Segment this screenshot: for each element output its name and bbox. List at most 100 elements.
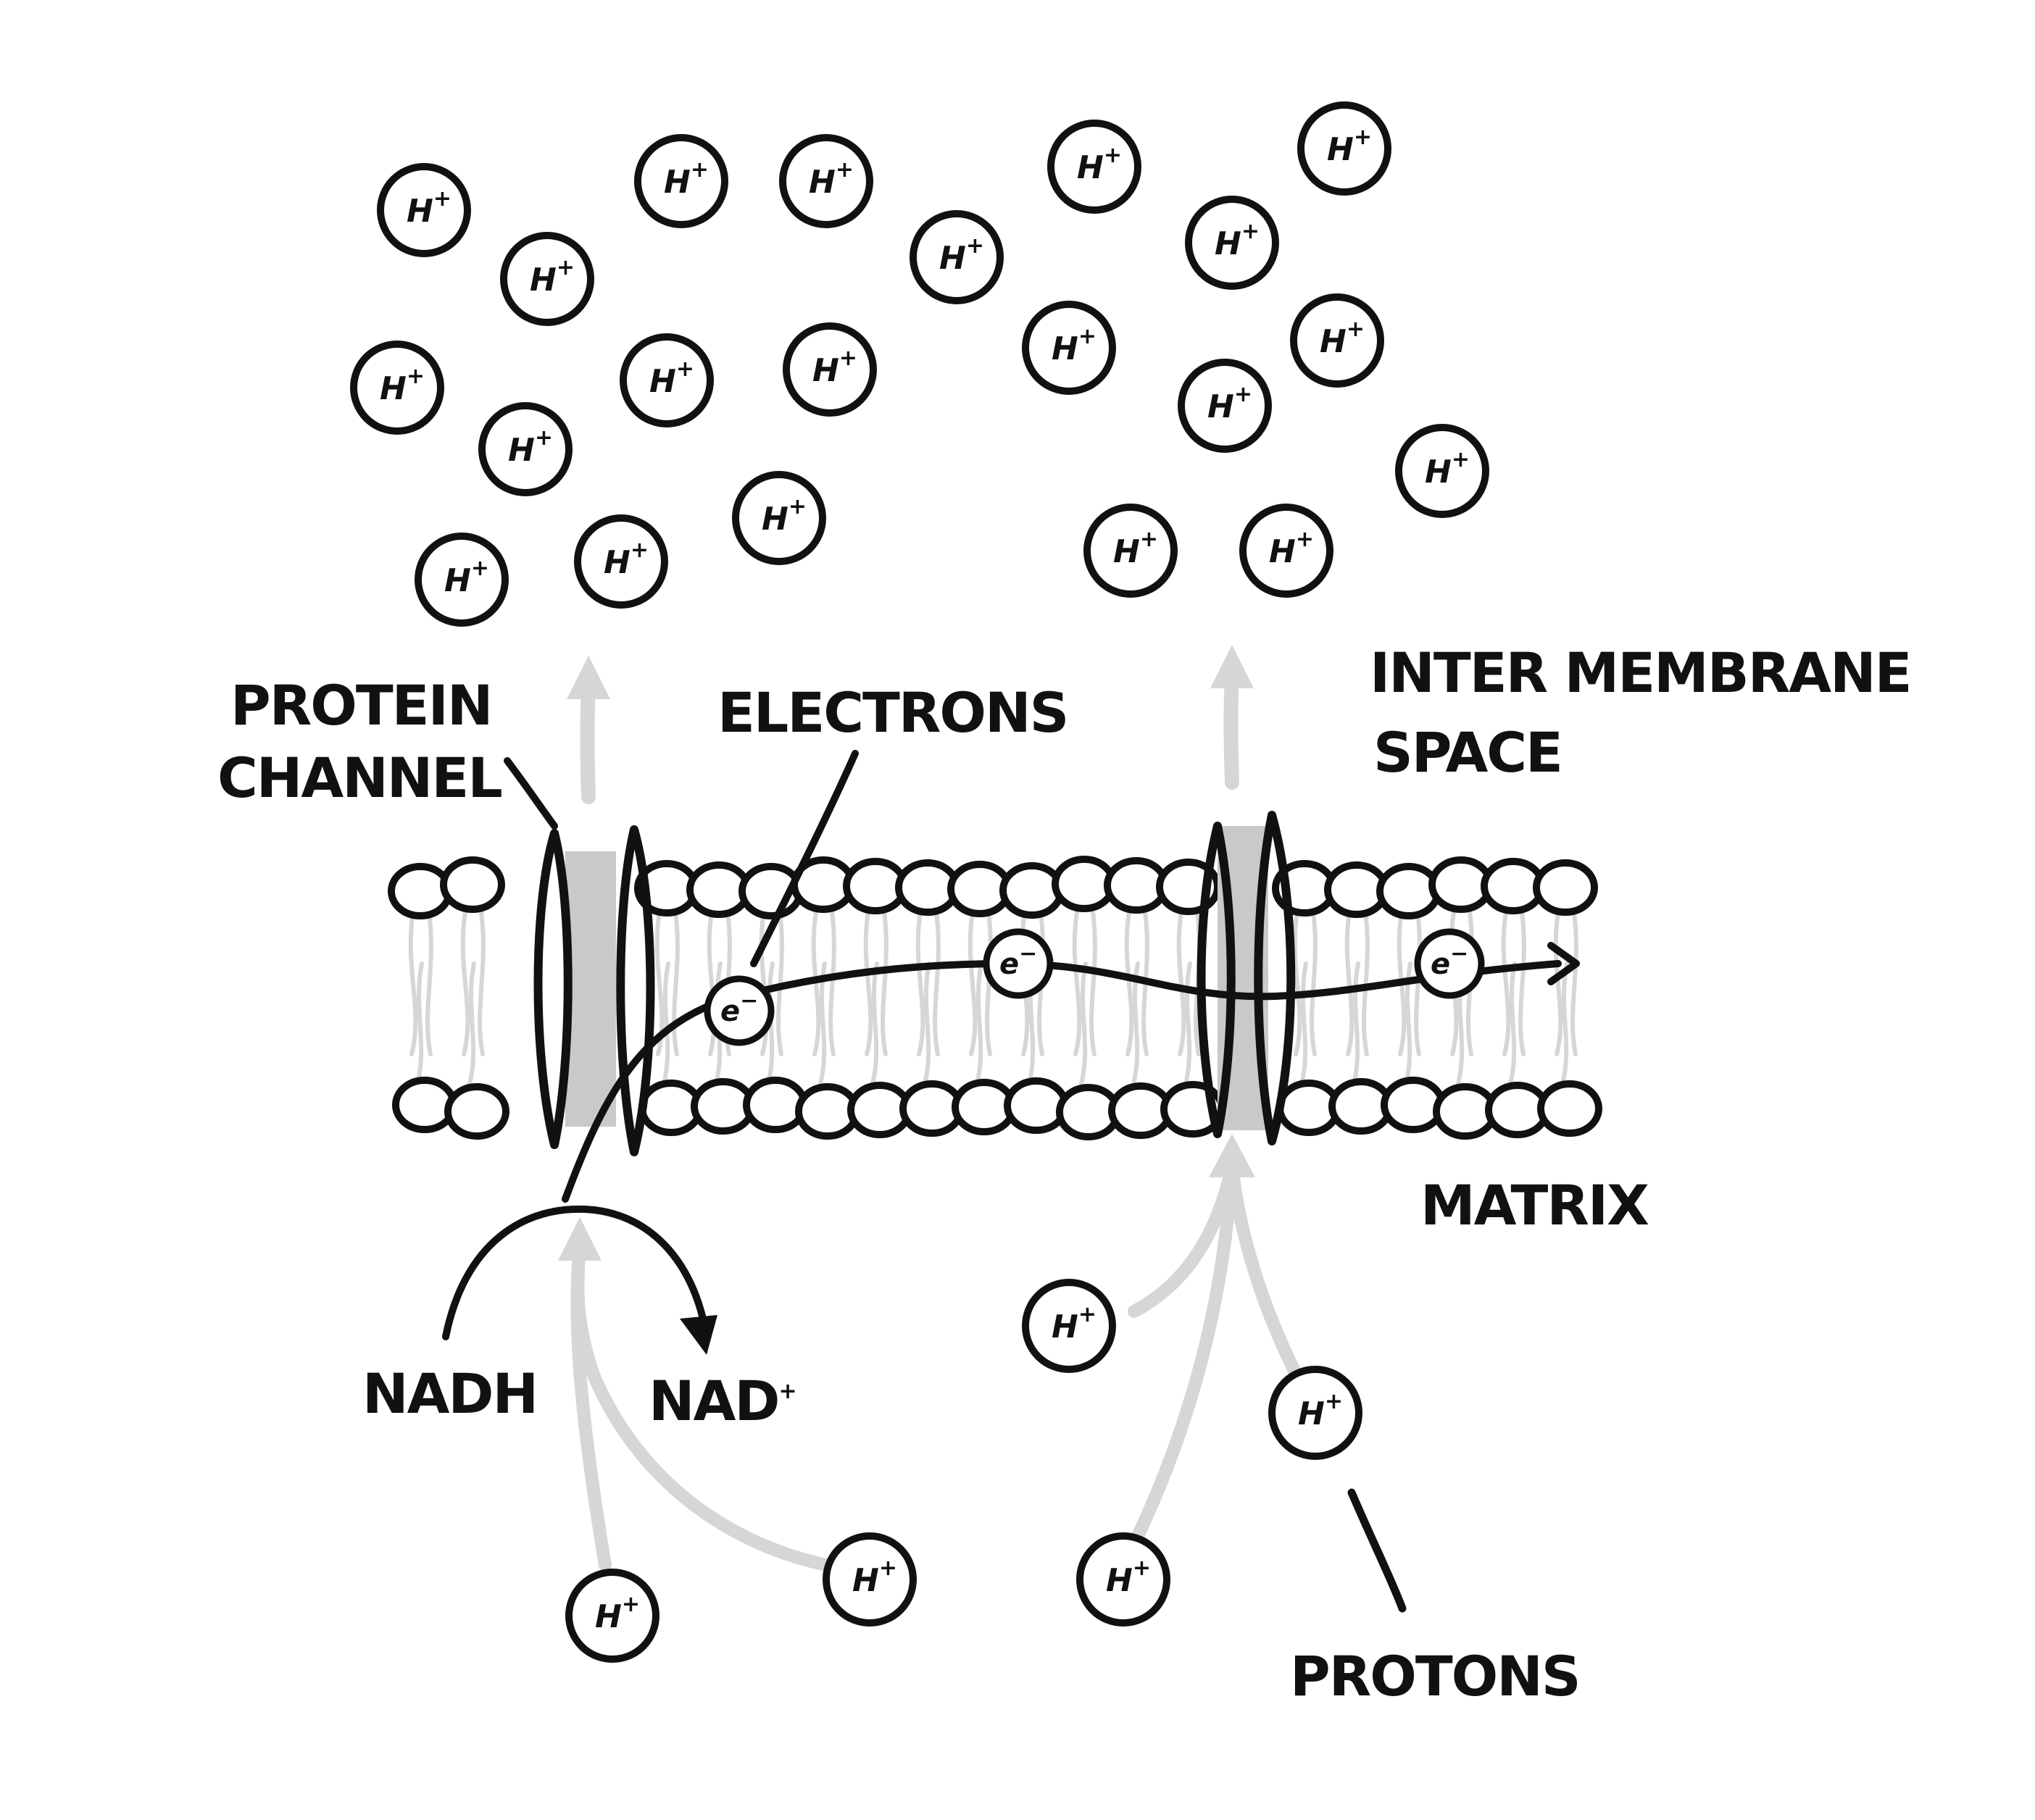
proton-circle <box>478 402 573 496</box>
electron-label: e− <box>1431 941 1468 981</box>
proton-label: H+ <box>530 255 575 299</box>
proton-circle <box>823 1532 917 1627</box>
proton-label: H+ <box>380 364 425 407</box>
electron-charge: − <box>1019 941 1037 967</box>
phospholipid-head <box>1376 863 1441 919</box>
proton-label: H+ <box>939 233 984 277</box>
proton-symbol: H <box>1215 225 1241 262</box>
proton-charge: + <box>966 233 984 259</box>
proton: H+ <box>1022 1279 1116 1373</box>
phospholipid-head <box>743 1077 808 1133</box>
proton-charge: + <box>1347 317 1365 342</box>
lipid-tail <box>1362 910 1370 1056</box>
proton: H+ <box>1083 504 1178 598</box>
phospholipid-head <box>1381 1077 1446 1133</box>
proton-charge: + <box>1078 324 1096 349</box>
proton-circle <box>565 1569 659 1663</box>
proton-symbol: H <box>1077 149 1104 186</box>
electron-circle <box>983 928 1054 999</box>
lipid-tail <box>707 910 717 1056</box>
proton-circle <box>1185 196 1279 290</box>
proton-charge: + <box>1241 219 1260 244</box>
proton-charge: + <box>1104 143 1122 168</box>
proton-charge: + <box>839 346 857 371</box>
proton-symbol: H <box>812 352 839 389</box>
proton-charge: + <box>631 538 649 563</box>
proton: H+ <box>415 533 509 627</box>
proton-charge: + <box>788 494 807 519</box>
proton-charge: + <box>1452 447 1470 472</box>
proton: H+ <box>1178 359 1272 453</box>
proton: H+ <box>574 514 668 609</box>
lipid-tail <box>415 961 424 1086</box>
proton-circle <box>1239 504 1333 598</box>
proton-label: H+ <box>809 157 854 201</box>
protons-pointer-line <box>1347 1488 1407 1613</box>
label-nadh: NADH <box>362 1361 537 1426</box>
proton: H+ <box>779 134 873 228</box>
lipid-tail <box>1089 910 1097 1056</box>
proton-circle <box>574 514 668 609</box>
lipid-tail <box>1560 961 1569 1086</box>
proton-symbol: H <box>1106 1562 1133 1599</box>
proton-label: H+ <box>649 356 694 400</box>
lipid-tail <box>460 910 470 1056</box>
proton: H+ <box>1239 504 1333 598</box>
lipid-tail <box>425 910 433 1056</box>
lipid-tail <box>1414 910 1422 1056</box>
proton-label: H+ <box>1052 1302 1096 1345</box>
lipid-tail <box>975 961 983 1086</box>
proton: H+ <box>1297 101 1391 196</box>
label-protein-channel-line2: CHANNEL <box>217 746 502 810</box>
proton-symbol: H <box>1052 330 1078 367</box>
proton-charge: + <box>879 1556 897 1581</box>
proton: H+ <box>732 471 826 565</box>
lipid-tail <box>408 910 418 1056</box>
proton: H+ <box>1268 1366 1362 1460</box>
matrix-to-channel2-arrowhead <box>1209 1134 1255 1177</box>
proton-charge: + <box>1296 527 1314 552</box>
label-protein-channel-line1: PROTEIN <box>230 673 491 738</box>
lipid-tail <box>1397 910 1407 1056</box>
label-nad-plus: NAD+ <box>649 1369 796 1433</box>
proton-circle <box>783 322 877 417</box>
proton: H+ <box>1047 120 1141 214</box>
lipid-tail <box>1292 910 1302 1056</box>
proton-symbol: H <box>762 501 788 538</box>
proton-label: H+ <box>1215 219 1260 262</box>
lipid-tail <box>478 910 486 1056</box>
electron: e− <box>704 975 775 1046</box>
proton-circle <box>1076 1532 1170 1627</box>
label-electrons: ELECTRONS <box>717 680 1068 745</box>
proton: H+ <box>478 402 573 496</box>
lipid-tail <box>985 910 993 1056</box>
protein-channel-pointer-line <box>504 757 558 830</box>
proton-circle <box>1297 101 1391 196</box>
phospholipid-head <box>999 862 1065 919</box>
electron-circle <box>704 975 775 1046</box>
proton-symbol: H <box>852 1562 879 1599</box>
proton-symbol: H <box>380 370 407 407</box>
lipid-tail <box>967 910 978 1056</box>
proton-circle <box>1178 359 1272 453</box>
proton-circle <box>1290 293 1384 388</box>
proton-symbol: H <box>407 193 433 230</box>
lipid-tail <box>1079 961 1088 1086</box>
proton-symbol: H <box>939 240 966 277</box>
proton-label: H+ <box>407 186 451 230</box>
proton: H+ <box>634 134 728 228</box>
proton-symbol: H <box>1052 1308 1078 1345</box>
lipid-tail <box>1183 961 1192 1086</box>
electron: e− <box>983 928 1054 999</box>
channel1-right-wall <box>616 825 655 1156</box>
proton-charge: + <box>557 255 575 280</box>
label-intermembrane-line1: INTER MEMBRANE <box>1370 640 1911 705</box>
proton-charge: + <box>691 157 709 183</box>
proton-charge: + <box>1234 382 1252 407</box>
proton-flow-arrows <box>558 645 1304 1571</box>
proton-symbol: H <box>1207 388 1234 425</box>
proton-symbol: H <box>508 432 535 469</box>
lipid-tail <box>1570 910 1578 1056</box>
matrix-to-channel2-arrow-b <box>1131 1160 1239 1543</box>
